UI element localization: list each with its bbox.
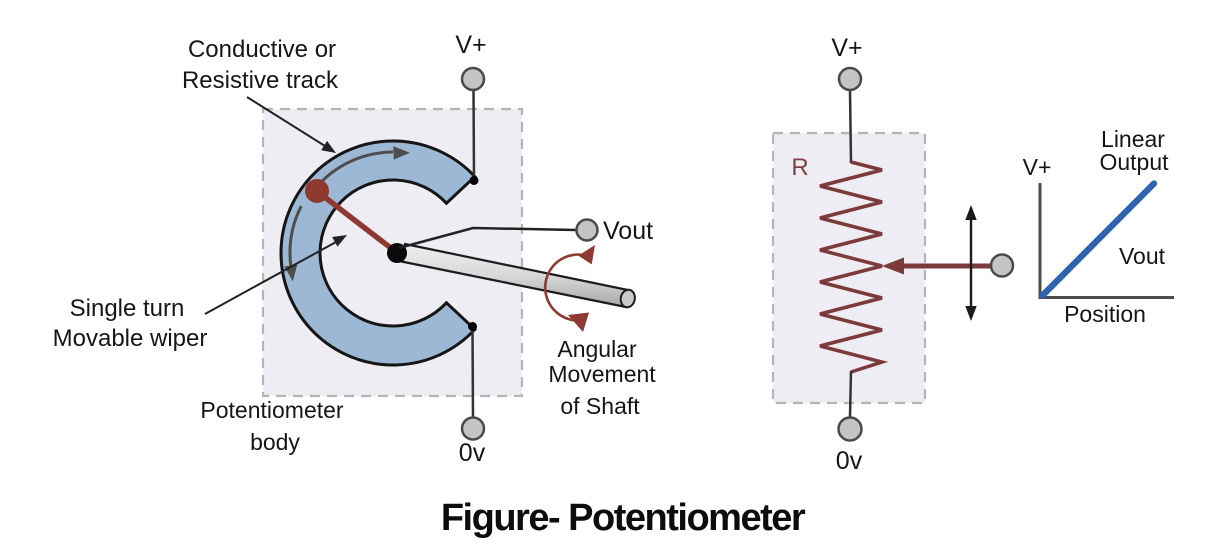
zerov-wire (471, 326, 475, 418)
shaft-end-cap (619, 288, 636, 309)
schematic-vplus-wire (848, 90, 853, 164)
schematic-wiper (882, 253, 1015, 278)
rotation-arrowhead-top-icon (578, 245, 595, 265)
track-label-line1: Conductive or (188, 36, 336, 63)
wiper-contact-dot (305, 179, 329, 203)
vout-wire (398, 226, 577, 250)
track-label-arrowhead-icon (321, 140, 336, 153)
graph-curve-label-line1: Linear (1101, 126, 1165, 152)
wiper-label-line2: Movable wiper (53, 325, 208, 352)
track-label-arrow (246, 96, 326, 147)
track-label-line2: Resistive track (182, 67, 339, 94)
potentiometer-diagram-svg: Conductive or Resistive track V+ Vout 0v… (53, 31, 1174, 475)
resistance-label: R (791, 154, 808, 181)
linear-output-line (1039, 180, 1158, 299)
shaft-label-line2: Movement (548, 361, 656, 387)
rotation-arrowhead-bottom-icon (568, 312, 589, 332)
clockwise-arrowhead-icon (393, 146, 410, 160)
angular-movement-arrow (543, 245, 595, 332)
schematic-wiper-terminal (989, 253, 1015, 278)
schematic-wiper-arrowhead-icon (882, 257, 904, 275)
schematic-vplus-terminal (837, 66, 863, 92)
schematic-zerov-terminal (837, 416, 863, 442)
up-arrowhead-icon (965, 205, 977, 220)
schematic-vplus-label: V+ (831, 34, 862, 62)
zerov-terminal (460, 416, 486, 441)
graph-axes (1038, 183, 1174, 299)
shaft-label-line1: Angular (557, 336, 637, 362)
shaft-label-line3: of Shaft (560, 393, 640, 419)
wiper-arm (315, 189, 399, 255)
graph-position-label: Position (1064, 301, 1146, 327)
annotation-arrows (204, 96, 347, 315)
vplus-wire (472, 89, 476, 180)
figure-caption: Figure- Potentiometer (440, 497, 806, 539)
terminals (398, 66, 599, 441)
graph-curve-label-line2: Output (1099, 149, 1169, 175)
vout-label: Vout (603, 217, 653, 245)
zerov-label: 0v (459, 439, 486, 467)
down-arrowhead-icon (965, 306, 977, 321)
graph-vout-label: Vout (1119, 243, 1166, 269)
vplus-terminal (460, 66, 486, 92)
schematic-zerov-wire (848, 370, 853, 418)
schematic-symbol: R V+ 0v (771, 34, 1015, 475)
wiper-label-arrow (204, 241, 337, 315)
rotation-arc-icon (543, 253, 589, 322)
track-end-dot-bottom (468, 322, 477, 331)
vout-terminal (575, 218, 599, 242)
linear-output-graph: V+ Linear Output Vout Position (1023, 126, 1174, 327)
counterclockwise-arrow-icon (288, 205, 303, 266)
wiper-label-arrowhead-icon (332, 235, 347, 247)
physical-construction-diagram: Conductive or Resistive track V+ Vout 0v… (53, 31, 657, 467)
graph-vplus-label: V+ (1023, 154, 1052, 180)
vplus-label: V+ (455, 31, 486, 59)
track-end-dot-top (469, 176, 479, 185)
updown-movement-arrow (965, 205, 977, 321)
body-label-line1: Potentiometer (200, 397, 344, 423)
wiper-label-line1: Single turn (70, 295, 185, 322)
schematic-zerov-label: 0v (836, 447, 863, 475)
body-label-line2: body (250, 429, 300, 455)
